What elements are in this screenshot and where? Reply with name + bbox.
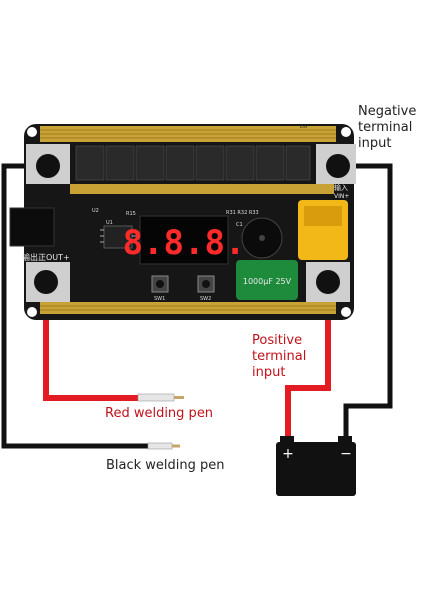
ic-chip — [103, 225, 133, 249]
black-welding-pen-label: Black welding pen — [106, 458, 225, 473]
mosfet-row — [75, 145, 311, 181]
mount-hole — [341, 127, 351, 137]
mount-hole — [27, 307, 37, 317]
xt60-connector — [298, 200, 348, 260]
capacitor-label: 1000μF 25V — [243, 277, 292, 286]
output-terminal-bottom — [26, 262, 70, 302]
mount-hole — [27, 127, 37, 137]
ref-d6: D6 — [300, 124, 307, 130]
ref-r15: R15 — [126, 211, 136, 217]
label-sw2: SW2 — [200, 296, 211, 302]
positive-terminal-label: Positive terminal input — [252, 333, 307, 380]
red-wire-positive — [285, 282, 331, 440]
battery-negative-post — [338, 436, 352, 444]
silkscreen-input: 输入 — [334, 183, 348, 192]
battery-minus-sign: − — [340, 446, 352, 462]
ref-u2: U2 — [92, 208, 99, 214]
positive-input-terminal — [306, 262, 350, 302]
black-welding-pen — [147, 442, 180, 450]
red-welding-pen-label: Red welding pen — [105, 406, 214, 421]
negative-terminal-label: Negative terminal input — [358, 104, 417, 151]
negative-input-terminal — [316, 144, 356, 184]
seven-segment-display — [139, 215, 229, 265]
output-terminal-top — [26, 144, 70, 184]
spot-welder-board: 8.8.8. 1000μF 25V 输出正OUT+ 输入 VIN+ U2 U1 … — [9, 124, 356, 320]
ref-r31: R31 R32 R33 — [226, 210, 259, 216]
display-digits: 8.8.8. — [123, 223, 246, 263]
ref-c1: C1 — [236, 222, 243, 228]
label-sw1: SW1 — [154, 296, 165, 302]
gold-bus-bottom — [40, 302, 336, 314]
gold-bus-middle — [70, 184, 334, 194]
battery-plus-sign: + — [282, 446, 294, 462]
capacitor: 1000μF 25V — [236, 260, 298, 300]
black-wire-negative — [338, 163, 393, 440]
ref-u1: U1 — [106, 220, 113, 226]
silkscreen-output: 输出正OUT+ — [22, 252, 70, 262]
dc-barrel-jack — [9, 207, 55, 247]
red-welding-pen — [137, 393, 184, 402]
silkscreen-vin: VIN+ — [334, 193, 349, 200]
button-sw1 — [151, 275, 169, 293]
mount-hole — [341, 307, 351, 317]
button-sw2 — [197, 275, 215, 293]
battery-positive-post — [280, 436, 294, 444]
battery: + − — [276, 436, 356, 496]
